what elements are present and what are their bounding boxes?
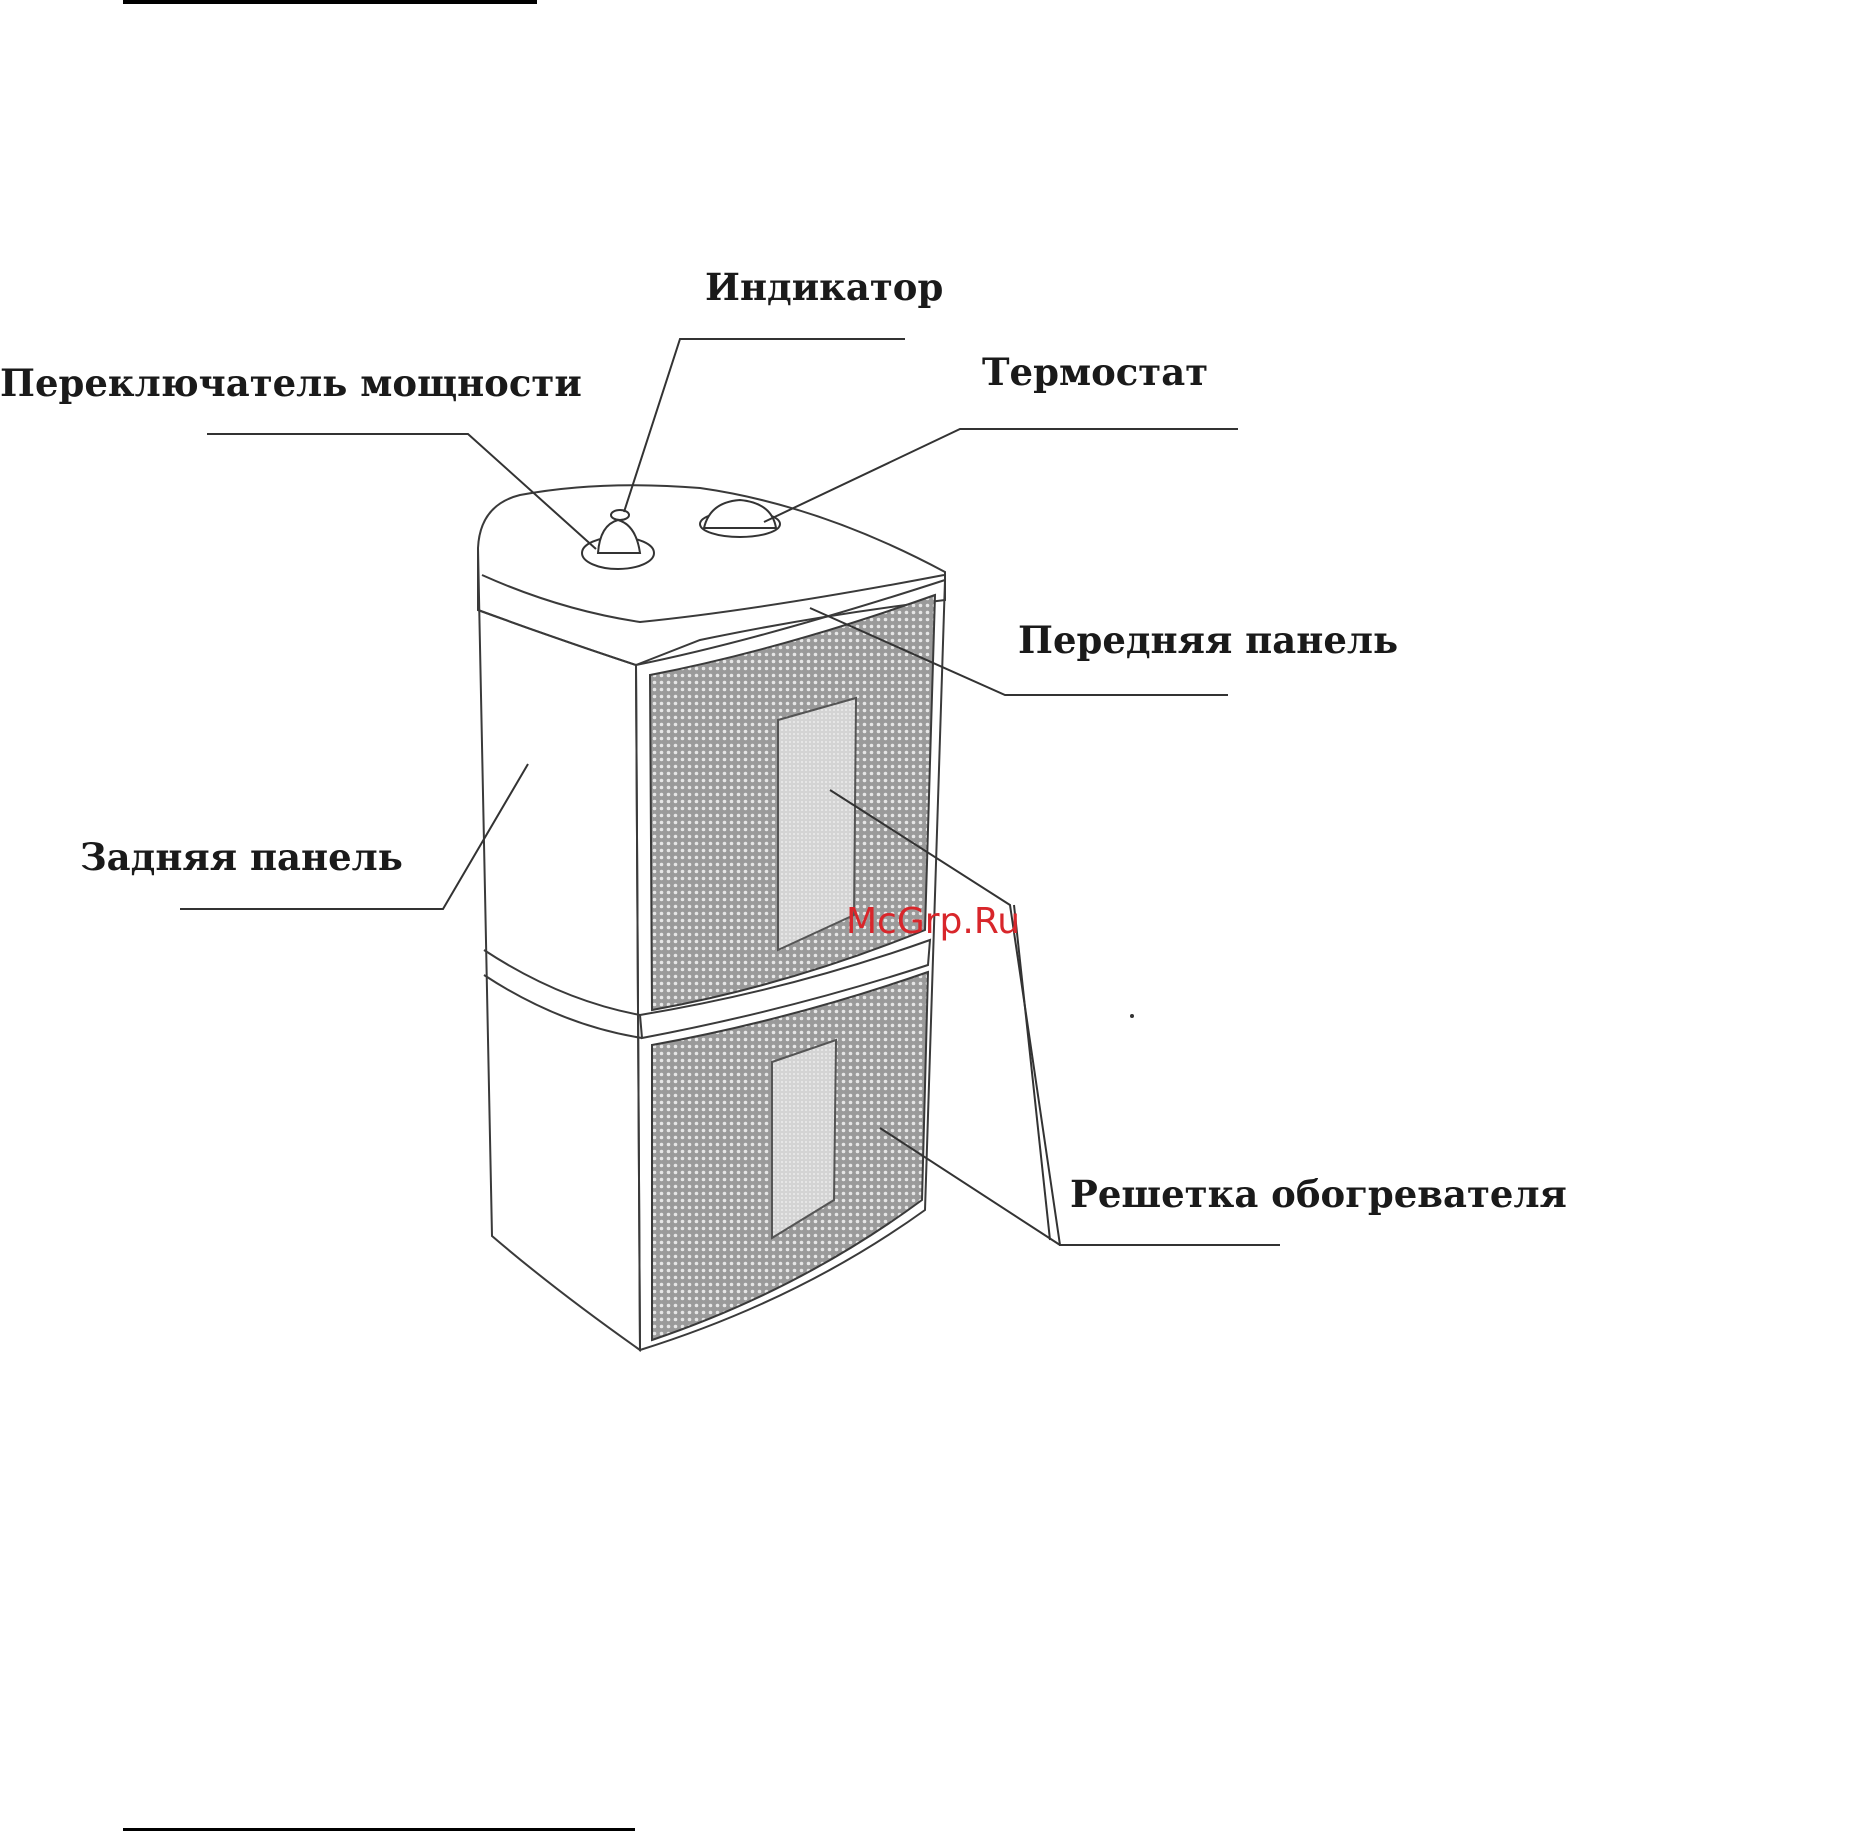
label-indicator: Индикатор	[705, 265, 943, 309]
thermostat-knob	[700, 500, 780, 537]
label-front-panel: Передняя панель	[1018, 618, 1398, 662]
stray-dot	[1130, 1014, 1134, 1018]
label-heater-grille: Решетка обогревателя	[1070, 1172, 1567, 1216]
upper-heating-window	[778, 698, 856, 950]
label-power-switch: Переключатель мощности	[0, 361, 582, 405]
label-thermostat: Термостат	[982, 350, 1208, 394]
power-switch-knob	[582, 520, 654, 569]
indicator-lamp	[611, 510, 629, 520]
watermark-text: McGrp.Ru	[846, 901, 1020, 942]
label-back-panel: Задняя панель	[80, 835, 403, 879]
